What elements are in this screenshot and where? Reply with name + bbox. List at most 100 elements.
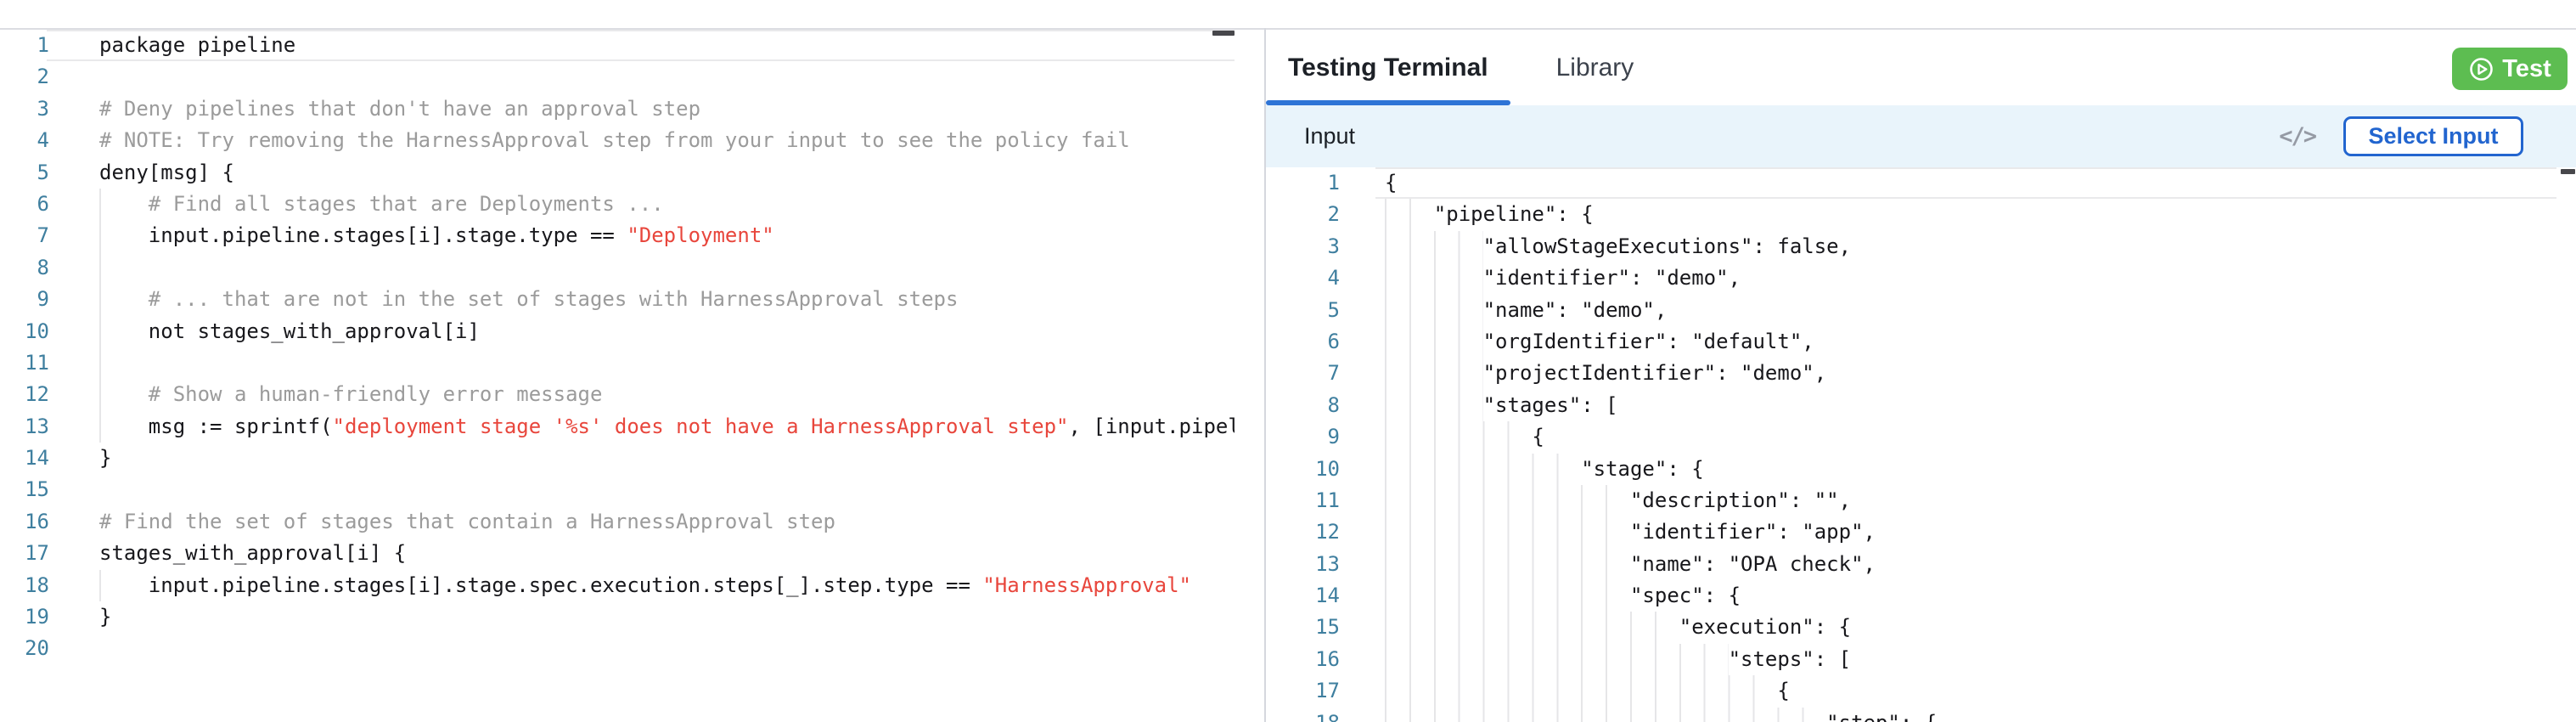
code-line[interactable]: 2 xyxy=(0,61,1235,93)
indent-guides xyxy=(1385,516,1630,549)
code-line[interactable]: 10 not stages_with_approval[i] xyxy=(0,315,1235,347)
code-line[interactable]: 18 "step": { xyxy=(1266,707,2564,722)
line-number: 18 xyxy=(25,573,49,597)
code-text: "name": "demo", xyxy=(1385,294,1667,326)
code-line[interactable]: 12 "identifier": "app", xyxy=(1266,516,2564,549)
code-text: "stages": [ xyxy=(1385,389,1618,422)
code-line[interactable]: 7 "projectIdentifier": "demo", xyxy=(1266,358,2564,390)
line-number: 16 xyxy=(25,509,49,533)
code-line[interactable]: 8 "stages": [ xyxy=(1266,389,2564,422)
code-line[interactable]: 14 "spec": { xyxy=(1266,580,2564,612)
code-line[interactable]: 10 "stage": { xyxy=(1266,453,2564,485)
indent-guides xyxy=(1385,230,1483,263)
select-input-button[interactable]: Select Input xyxy=(2343,116,2523,156)
indent-guides xyxy=(1385,389,1483,422)
line-number: 3 xyxy=(1327,234,1340,258)
line-number: 5 xyxy=(37,160,49,184)
indent-guides xyxy=(1385,643,1729,676)
code-text: "spec": { xyxy=(1385,580,1741,612)
line-number: 2 xyxy=(37,65,49,89)
indent-guides xyxy=(1385,453,1582,485)
code-text: "projectIdentifier": "demo", xyxy=(1385,358,1826,390)
line-number: 12 xyxy=(1315,520,1340,544)
line-number: 20 xyxy=(25,636,49,661)
code-text: } xyxy=(99,605,112,629)
cursor-overview-marker xyxy=(1212,31,1235,36)
code-line[interactable]: 3 "allowStageExecutions": false, xyxy=(1266,230,2564,263)
indent-guides xyxy=(99,347,149,380)
code-line[interactable]: 9 # ... that are not in the set of stage… xyxy=(0,284,1235,316)
test-button[interactable]: Test xyxy=(2452,48,2568,90)
code-text: { xyxy=(1385,675,1790,708)
code-line[interactable]: 19} xyxy=(0,601,1235,633)
indent-guides xyxy=(1385,421,1533,454)
code-line[interactable]: 15 "execution": { xyxy=(1266,612,2564,644)
code-line[interactable]: 4# NOTE: Try removing the HarnessApprova… xyxy=(0,125,1235,156)
line-number: 7 xyxy=(1327,361,1340,386)
line-number: 1 xyxy=(37,33,49,57)
code-line[interactable]: 13 "name": "OPA check", xyxy=(1266,548,2564,581)
code-line[interactable]: 15 xyxy=(0,474,1235,505)
code-text: # Find the set of stages that contain a … xyxy=(99,509,835,533)
code-line[interactable]: 20 xyxy=(0,633,1235,664)
code-text: { xyxy=(1385,171,1398,195)
code-line[interactable]: 6 "orgIdentifier": "default", xyxy=(1266,325,2564,358)
code-text: stages_with_approval[i] { xyxy=(99,541,407,566)
code-line[interactable]: 2 "pipeline": { xyxy=(1266,199,2564,231)
code-line[interactable]: 1 package pipeline xyxy=(0,30,1235,62)
code-line[interactable]: 16 # Find the set of stages that contain … xyxy=(0,506,1235,538)
tab-library[interactable]: Library xyxy=(1534,30,1656,105)
code-line[interactable]: 3 # Deny pipelines that don't have an app… xyxy=(0,93,1235,125)
input-json-editor[interactable]: 1{2 "pipeline": {3 "allowStageExecutions… xyxy=(1266,167,2564,722)
pane-divider[interactable] xyxy=(1264,28,1266,722)
code-text: "identifier": "demo", xyxy=(1385,262,1741,295)
line-number: 14 xyxy=(1315,584,1340,608)
code-text: "step": { xyxy=(1385,707,1937,722)
code-text: "execution": { xyxy=(1385,612,1851,644)
indent-guides xyxy=(1385,580,1630,612)
line-number: 9 xyxy=(37,287,49,312)
line-number: 3 xyxy=(37,96,49,121)
code-text: input.pipeline.stages[i].stage.type == "… xyxy=(99,220,774,252)
code-text: deny[msg] { xyxy=(99,160,234,184)
code-text: package pipeline xyxy=(99,33,296,57)
indent-guides xyxy=(99,569,149,602)
code-view-icon[interactable]: </> xyxy=(2279,123,2317,149)
code-line[interactable]: 16 "steps": [ xyxy=(1266,643,2564,676)
code-line[interactable]: 9 { xyxy=(1266,421,2564,454)
code-line[interactable]: 11 xyxy=(0,347,1235,380)
code-line[interactable]: 11 "description": "", xyxy=(1266,484,2564,517)
code-line[interactable]: 14} xyxy=(0,443,1235,474)
code-line[interactable]: 12 # Show a human-friendly error message xyxy=(0,379,1235,411)
code-line[interactable]: 5 "name": "demo", xyxy=(1266,294,2564,326)
line-number: 8 xyxy=(37,255,49,279)
cursor-overview-marker xyxy=(2561,169,2575,174)
line-number: 8 xyxy=(1327,392,1340,417)
code-line[interactable]: 4 "identifier": "demo", xyxy=(1266,262,2564,295)
indent-guides xyxy=(1385,294,1483,326)
line-number: 14 xyxy=(25,446,49,471)
code-line[interactable]: 17 { xyxy=(1266,675,2564,708)
code-line[interactable]: 1{ xyxy=(1266,167,2564,200)
rego-policy-editor[interactable]: 1 package pipeline 2 3 # Deny pipelines that… xyxy=(0,30,1235,665)
code-text xyxy=(99,347,149,380)
code-text: "steps": [ xyxy=(1385,643,1851,676)
code-line[interactable]: 7 input.pipeline.stages[i].stage.type ==… xyxy=(0,220,1235,252)
code-text: "orgIdentifier": "default", xyxy=(1385,325,1814,358)
code-text: # Deny pipelines that don't have an appr… xyxy=(99,96,701,121)
code-text: "description": "", xyxy=(1385,484,1851,517)
line-number: 9 xyxy=(1327,425,1340,449)
code-line[interactable]: 6 # Find all stages that are Deployments… xyxy=(0,188,1235,221)
code-line[interactable]: 5 deny[msg] { xyxy=(0,157,1235,189)
line-number: 16 xyxy=(1315,646,1340,671)
code-line[interactable]: 13 msg := sprintf("deployment stage '%s'… xyxy=(0,410,1235,443)
tab-testing-terminal[interactable]: Testing Terminal xyxy=(1266,30,1510,105)
tab-label: Testing Terminal xyxy=(1288,53,1488,82)
line-number: 6 xyxy=(37,191,49,216)
line-number: 7 xyxy=(37,223,49,248)
line-number: 6 xyxy=(1327,329,1340,353)
code-line[interactable]: 8 xyxy=(0,251,1235,285)
code-line[interactable]: 18 input.pipeline.stages[i].stage.spec.e… xyxy=(0,569,1235,602)
code-text: not stages_with_approval[i] xyxy=(99,315,480,347)
